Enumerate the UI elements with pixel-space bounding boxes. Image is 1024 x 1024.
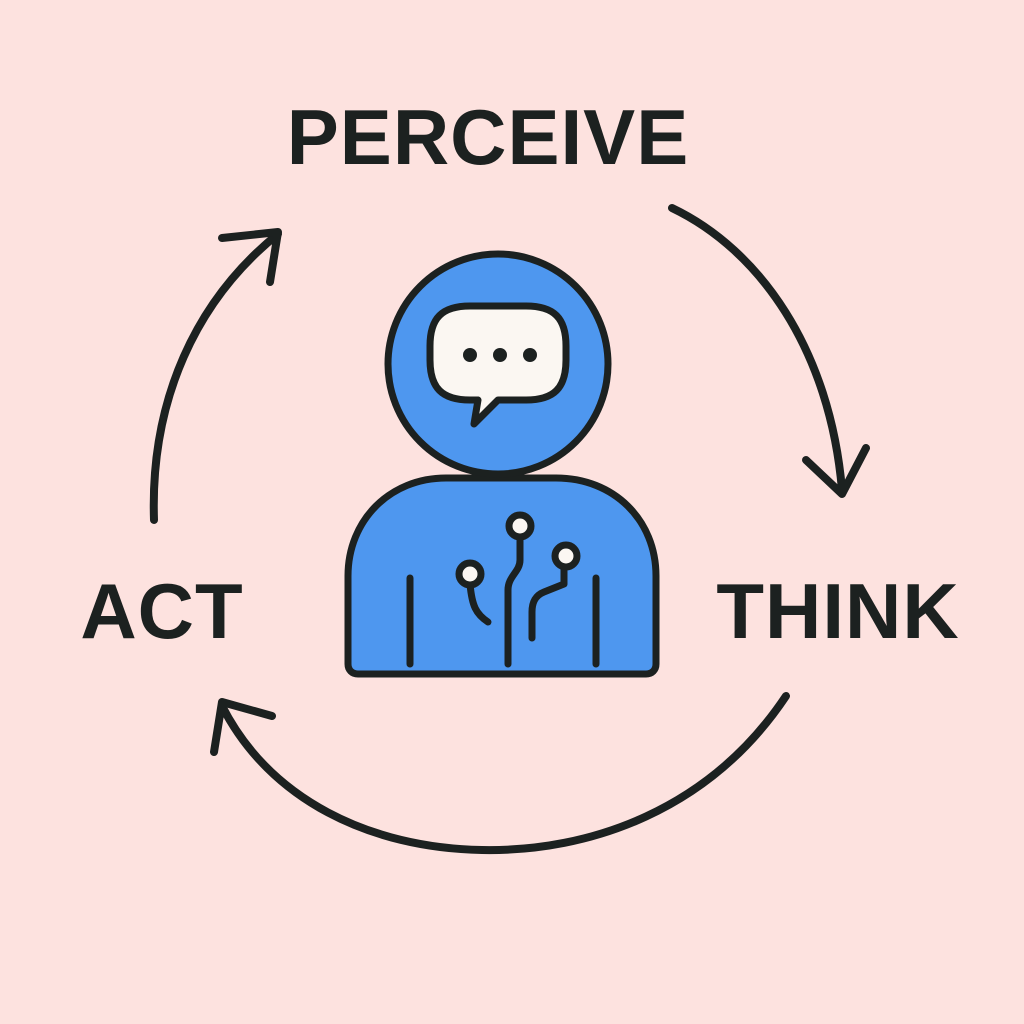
bubble-dot — [523, 348, 537, 362]
label-think: THINK — [716, 567, 959, 655]
robot-agent-icon — [344, 250, 660, 678]
arrow-think-to-act-icon — [210, 692, 790, 855]
speech-bubble-icon — [426, 302, 570, 428]
body-seam-lines — [406, 574, 600, 668]
agent-body — [344, 474, 660, 678]
arrow-act-to-perceive-icon — [149, 228, 282, 524]
label-perceive: PERCEIVE — [287, 93, 689, 181]
bubble-dot — [463, 348, 477, 362]
arrow-perceive-to-think-icon — [668, 204, 870, 498]
bubble-dot — [493, 348, 507, 362]
circuit-lines-icon — [455, 511, 581, 668]
label-act: ACT — [80, 567, 243, 655]
